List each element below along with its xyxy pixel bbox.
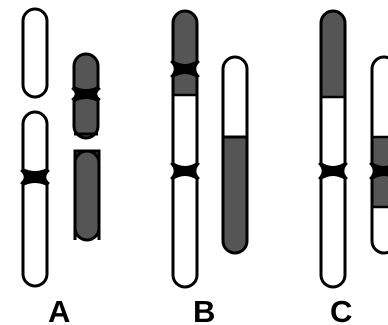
chromosome-c-left [318, 9, 348, 289]
panel-label-b: B [193, 294, 215, 325]
panel-c: C [318, 9, 388, 325]
panel-a: A [20, 7, 101, 325]
panel-b: B [170, 9, 249, 325]
panel-label-c: C [330, 294, 352, 325]
chromosome-a-left-main [20, 110, 50, 288]
chromosome-a-right-bottom [73, 149, 101, 242]
panel-label-a: A [48, 294, 70, 325]
chromosome-a-right-top [71, 52, 101, 140]
chromosome-c-right [369, 55, 388, 255]
chromosome-a-left-fragment [21, 7, 49, 99]
chromosome-b-left [170, 9, 200, 289]
chromosome-b-right [221, 55, 249, 255]
